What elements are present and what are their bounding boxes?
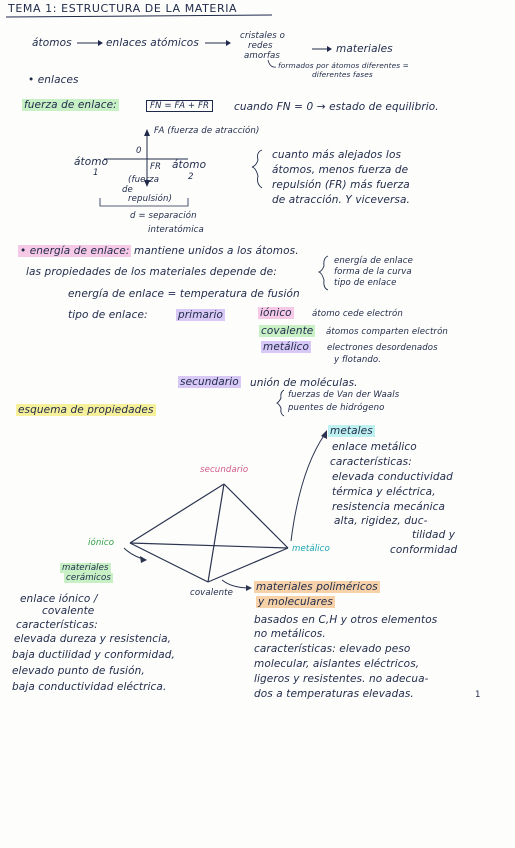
enlaces-heading: • enlaces (28, 74, 79, 86)
page-number: 1 (475, 690, 481, 700)
page-title: TEMA 1: ESTRUCTURA DE LA MATERIA (8, 2, 238, 15)
tipo-covalente: covalente (259, 325, 316, 337)
fuerza-atomo-1: átomo (74, 156, 109, 168)
fuerza-rep-2: de (122, 185, 133, 195)
energia-label: • energía de enlace: (18, 245, 132, 257)
ceramicos-desc-7: baja conductividad eléctrica. (12, 681, 167, 693)
energia-temp: energía de enlace = temperatura de fusió… (68, 288, 300, 300)
energia-props-intro: las propiedades de los materiales depend… (26, 266, 277, 278)
flow-enlaces: enlaces atómicos (106, 37, 199, 49)
fuerza-num-1: 1 (93, 168, 99, 178)
fuerza-explanation-1: cuanto más alejados los (272, 149, 402, 161)
fuerza-distance-1: d = separación (130, 211, 197, 221)
tipo-ionico-desc: átomo cede electrón (312, 309, 403, 319)
polimericos-desc-1: basados en C,H y otros elementos (254, 614, 438, 626)
fuerza-fa: FA (fuerza de atracción) (154, 126, 260, 136)
flow-materiales: materiales (336, 43, 393, 55)
energia-prop-2: forma de la curva (334, 267, 412, 277)
metales-desc-8: conformidad (390, 544, 458, 556)
polimericos-desc-3: características: elevado peso (254, 643, 411, 655)
energia-prop-1: energía de enlace (334, 256, 413, 266)
tipo-secundario: secundario (178, 376, 241, 388)
fuerza-explanation-2: átomos, menos fuerza de (272, 164, 409, 176)
metales-desc-4: térmica y eléctrica, (332, 486, 436, 498)
polimericos-desc-4: molecular, aislantes eléctricos, (254, 658, 420, 670)
tipo-secundario-desc: unión de moléculas. (250, 377, 358, 389)
flow-cristales-1: cristales o (240, 31, 286, 41)
metales-desc-7: tilidad y (412, 529, 456, 541)
fuerza-explanation-3: repulsión (FR) más fuerza (272, 179, 410, 191)
esquema-covalente: covalente (190, 588, 234, 598)
fuerza-fr: FR (150, 162, 162, 172)
ceramicos-desc-3: características: (16, 619, 98, 631)
energia-prop-3: tipo de enlace (334, 278, 397, 288)
flow-note-2: diferentes fases (312, 70, 373, 79)
polimericos-2: y moleculares (256, 596, 335, 608)
esquema-secundario: secundario (200, 465, 249, 475)
ceramicos-desc-1: enlace iónico / (20, 593, 98, 605)
fuerza-origin: 0 (136, 146, 142, 156)
fuerza-condition: cuando FN = 0 → estado de equilibrio. (234, 101, 439, 113)
metales-desc-5: resistencia mecánica (332, 501, 446, 513)
esquema-title: esquema de propiedades (16, 404, 156, 416)
tipo-ionico: iónico (258, 307, 294, 319)
ceramicos-desc-6: elevado punto de fusión, (12, 665, 145, 677)
fuerza-distance-2: interatómica (148, 225, 204, 235)
polimericos-desc-2: no metálicos. (254, 628, 326, 640)
fuerza-atomo-2: átomo (172, 159, 207, 171)
tipo-sec-item-2: puentes de hidrógeno (288, 403, 385, 413)
ceramicos-desc-4: elevada dureza y resistencia, (14, 633, 172, 645)
fuerza-formula: FN = FA + FR (146, 100, 214, 112)
metales-desc-6: alta, rigidez, duc- (334, 515, 428, 527)
flow-cristales-2: redes (248, 41, 273, 51)
tipo-metalico-desc-1: electrones desordenados (327, 343, 438, 353)
ceramicos-desc-5: baja ductilidad y conformidad, (12, 649, 175, 661)
polimericos-desc-5: ligeros y resistentes. no adecua- (254, 673, 429, 685)
esquema-metalico: metálico (292, 544, 330, 554)
esquema-metales: metales (328, 425, 375, 437)
metales-desc-1: enlace metálico (332, 441, 417, 453)
fuerza-explanation-4: de atracción. Y viceversa. (272, 194, 410, 206)
tipo-sec-item-1: fuerzas de Van der Waals (288, 390, 400, 400)
esquema-ionico: iónico (88, 538, 115, 548)
polimericos-1: materiales poliméricos (254, 581, 380, 593)
polimericos-desc-6: dos a temperaturas elevadas. (254, 688, 414, 700)
esquema-ceramicos-2: cerámicos (64, 573, 113, 583)
tipo-primario: primario (176, 309, 226, 321)
tipo-metalico-desc-2: y flotando. (334, 355, 382, 365)
metales-desc-2: características: (330, 456, 412, 468)
fuerza-label: fuerza de enlace: (22, 99, 119, 111)
tipo-metalico: metálico (261, 341, 312, 353)
tipo-covalente-desc: átomos comparten electrón (326, 327, 448, 337)
flow-atomos: átomos (32, 37, 72, 49)
fuerza-rep-1: (fuerza (128, 175, 160, 185)
fuerza-rep-3: repulsión) (128, 194, 173, 204)
flow-note-1: formados por átomos diferentes = (278, 61, 409, 70)
esquema-ceramicos-1: materiales (60, 563, 111, 573)
energia-desc: mantiene unidos a los átomos. (134, 245, 299, 257)
ceramicos-desc-2: covalente (42, 605, 95, 617)
fuerza-num-2: 2 (188, 172, 194, 182)
tipo-label: tipo de enlace: (68, 309, 148, 321)
metales-desc-3: elevada conductividad (332, 471, 453, 483)
flow-cristales-3: amorfas (244, 51, 280, 61)
